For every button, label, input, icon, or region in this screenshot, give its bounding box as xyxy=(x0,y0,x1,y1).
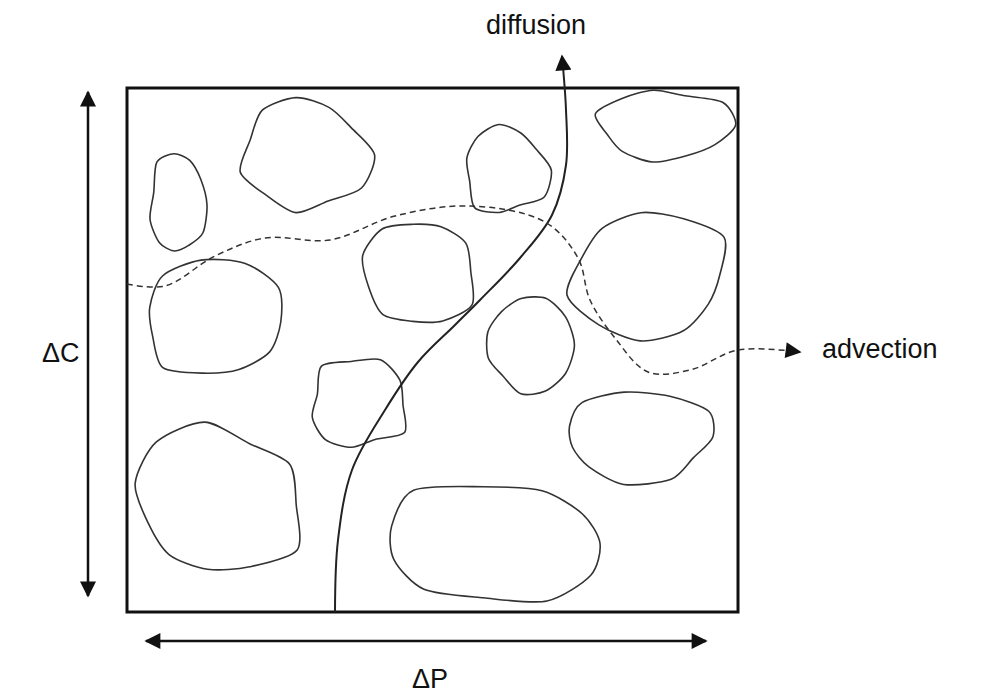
process-label: diffusion xyxy=(486,12,586,39)
advection-path xyxy=(127,206,800,374)
grain-outline xyxy=(312,359,406,447)
process-label: advection xyxy=(822,336,938,363)
gradient-label: ΔC xyxy=(42,340,80,367)
grain-outline xyxy=(390,486,600,602)
grain-outline xyxy=(135,422,300,570)
concentration-arrow xyxy=(87,92,90,596)
grain-outline xyxy=(487,297,575,395)
diffusion-path xyxy=(335,56,567,612)
grain-outline xyxy=(150,154,207,251)
grain-outline xyxy=(567,212,726,341)
grain-group xyxy=(135,90,736,602)
grain-outline xyxy=(467,124,552,212)
grain-outline xyxy=(569,392,714,485)
grain-outline xyxy=(149,259,282,373)
grain-outline xyxy=(240,98,375,213)
grain-outline xyxy=(595,90,736,162)
gradient-label: ΔP xyxy=(412,666,448,693)
pressure-arrow xyxy=(146,640,706,643)
grain-outline xyxy=(362,224,473,322)
sample-frame xyxy=(127,88,738,612)
